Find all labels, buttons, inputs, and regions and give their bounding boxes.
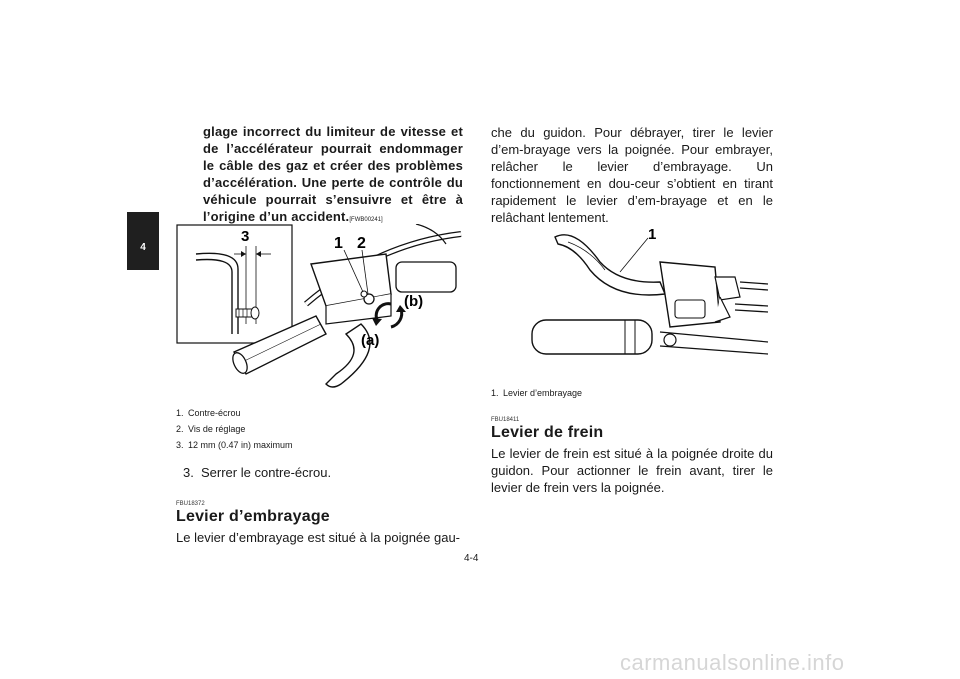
warning-body: glage incorrect du limiteur de vitesse e… [203,124,463,224]
section-title: Levier d’embrayage [176,508,330,525]
section-title: Levier de frein [491,424,604,441]
section-clutch-text-right: che du guidon. Pour débrayer, tirer le l… [491,125,773,225]
section-clutch-lever: FBU18372 Levier d’embrayage Le levier d’… [176,501,466,546]
page-number: 4-4 [464,553,479,564]
chapter-tab: 4 [127,212,159,270]
callout-3: 3 [241,228,249,245]
inset-screw [235,306,260,320]
section-code: FBU18372 [176,501,205,507]
section-text: Le levier de frein est situé à la poigné… [491,446,773,495]
figure2-caption: 1.Levier d’embrayage [491,388,583,398]
watermark: carmanualsonline.info [620,650,845,675]
caption-item: 1.Contre-écrou [176,408,241,418]
caption-item: 3.12 mm (0.47 in) maximum [176,440,293,450]
warning-code: [FWB00241] [349,217,383,223]
figure1-captions: 1.Contre-écrou 2.Vis de réglage 3.12 mm … [176,405,293,453]
section-brake-lever: FBU18411 Levier de frein Le levier de fr… [491,417,773,496]
section-text-left: Le levier d’embrayage est situé à la poi… [176,530,461,545]
step-3: 3.Serrer le contre-écrou. [183,465,332,480]
clutch-lever-illustration: 1 [531,226,769,355]
warning-text: glage incorrect du limiteur de vitesse e… [203,123,463,229]
caption-item: 2.Vis de réglage [176,424,246,434]
callout-b: (b) [404,293,423,310]
callout-2: 2 [357,235,366,252]
callout-1: 1 [334,235,343,252]
callout-a: (a) [361,332,379,349]
chapter-tab-number: 4 [140,242,146,253]
figure2-callout-1: 1 [648,226,656,243]
section-code: FBU18411 [491,417,520,423]
clutch-adjust-illustration: 3 1 2 (a) (b) [176,224,462,388]
